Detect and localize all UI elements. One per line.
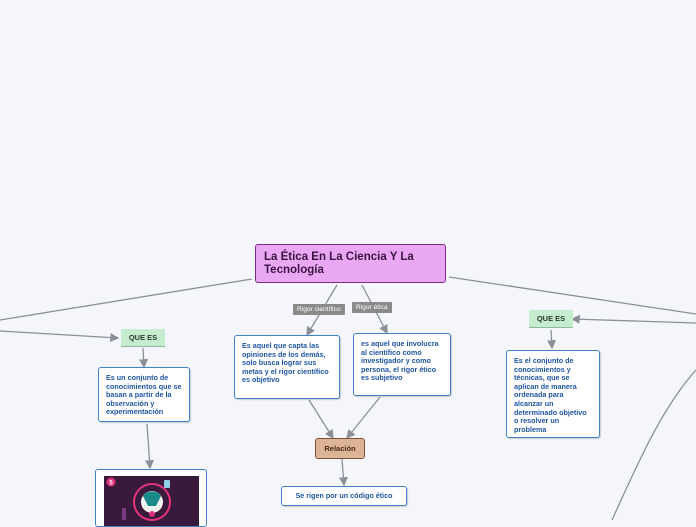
edge-central-left bbox=[0, 278, 253, 321]
edge-scientific-to-relation bbox=[308, 399, 334, 440]
edge-relation-to-conclusion bbox=[338, 458, 348, 487]
relation-label: Relación bbox=[324, 444, 356, 453]
edge-right-curve bbox=[611, 369, 696, 520]
edge-left-def-to-image bbox=[144, 423, 155, 470]
edge-right-to-tag bbox=[570, 314, 696, 324]
edge-left-to-tag bbox=[0, 330, 120, 343]
left-definition-text: Es un conjunto de conocimientos que se b… bbox=[106, 373, 182, 417]
scientific-rigor-box[interactable]: Es aquel que capta las opiniones de los … bbox=[234, 335, 340, 399]
scientific-rigor-text: Es aquel que capta las opiniones de los … bbox=[242, 341, 329, 385]
relation-node[interactable]: Relación bbox=[315, 438, 365, 459]
ethical-rigor-text: es aquel que involucra al científico com… bbox=[361, 339, 439, 383]
edge-label-scientific-text: Rigor científico bbox=[297, 306, 341, 313]
conclusion-text: Se rigen por un código ético bbox=[295, 491, 393, 500]
edge-label-ethical-rigor: Rigor ética bbox=[352, 302, 392, 313]
edge-ethical-to-relation bbox=[346, 396, 381, 440]
edge-central-right bbox=[448, 276, 696, 315]
central-topic-title: La Ética En La Ciencia Y La Tecnología bbox=[264, 251, 414, 276]
conclusion-box[interactable]: Se rigen por un código ético bbox=[281, 486, 407, 506]
left-que-es-label: QUE ES bbox=[128, 333, 158, 342]
edge-tag-to-left-def bbox=[139, 347, 149, 369]
svg-text:5: 5 bbox=[109, 481, 113, 487]
right-que-es-label: QUE ES bbox=[536, 314, 566, 323]
left-que-es-tag[interactable]: QUE ES bbox=[121, 329, 165, 347]
edge-tag-to-right-def bbox=[547, 329, 557, 350]
science-illustration: 5 bbox=[104, 476, 199, 526]
right-definition-text: Es el conjunto de conocimientos y técnic… bbox=[514, 356, 587, 434]
image-node[interactable]: 5 bbox=[95, 469, 207, 527]
edge-label-ethical-text: Rigor ética bbox=[356, 304, 388, 311]
edge-label-scientific-rigor: Rigor científico bbox=[293, 304, 345, 315]
right-definition-box[interactable]: Es el conjunto de conocimientos y técnic… bbox=[506, 350, 600, 438]
right-que-es-tag[interactable]: QUE ES bbox=[529, 310, 573, 328]
ethical-rigor-box[interactable]: es aquel que involucra al científico com… bbox=[353, 333, 451, 396]
left-definition-box[interactable]: Es un conjunto de conocimientos que se b… bbox=[98, 367, 190, 422]
central-topic[interactable]: La Ética En La Ciencia Y La Tecnología bbox=[255, 244, 446, 283]
